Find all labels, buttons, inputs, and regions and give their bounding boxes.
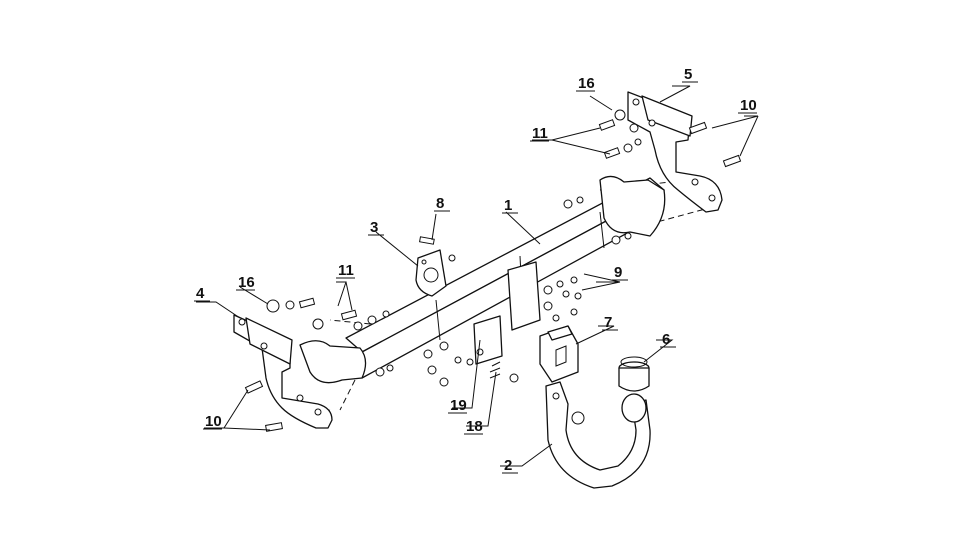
callout-7: 7 bbox=[604, 314, 612, 331]
callout-3: 3 bbox=[370, 219, 378, 236]
callout-8: 8 bbox=[436, 195, 444, 212]
callout-2: 2 bbox=[504, 457, 512, 474]
lock-housing bbox=[539, 325, 579, 383]
socket-plate bbox=[415, 249, 447, 297]
left-side-bracket bbox=[233, 314, 333, 429]
main-cross-beam bbox=[299, 175, 666, 384]
callout-10-right: 10 bbox=[740, 97, 757, 114]
leader-lines bbox=[196, 85, 759, 467]
callout-16-left: 16 bbox=[238, 274, 255, 291]
callout-4: 4 bbox=[196, 285, 205, 302]
tow-ball bbox=[618, 356, 650, 392]
fasteners bbox=[244, 109, 742, 432]
tow-ball-neck bbox=[545, 381, 651, 489]
callout-5: 5 bbox=[684, 66, 692, 83]
callout-19: 19 bbox=[450, 397, 467, 414]
callout-11-left: 11 bbox=[338, 262, 354, 279]
callout-11-right: 11 bbox=[532, 125, 548, 142]
callout-9: 9 bbox=[614, 264, 622, 281]
callout-1: 1 bbox=[504, 197, 512, 214]
callout-labels: 1 2 3 4 5 6 7 8 9 10 10 11 11 16 16 18 1… bbox=[196, 66, 757, 474]
callout-6: 6 bbox=[662, 331, 670, 348]
callout-underlines bbox=[194, 81, 757, 474]
callout-16-right: 16 bbox=[578, 75, 595, 92]
callout-18: 18 bbox=[466, 418, 483, 435]
right-side-bracket bbox=[627, 91, 723, 213]
callout-10-left: 10 bbox=[205, 413, 222, 430]
